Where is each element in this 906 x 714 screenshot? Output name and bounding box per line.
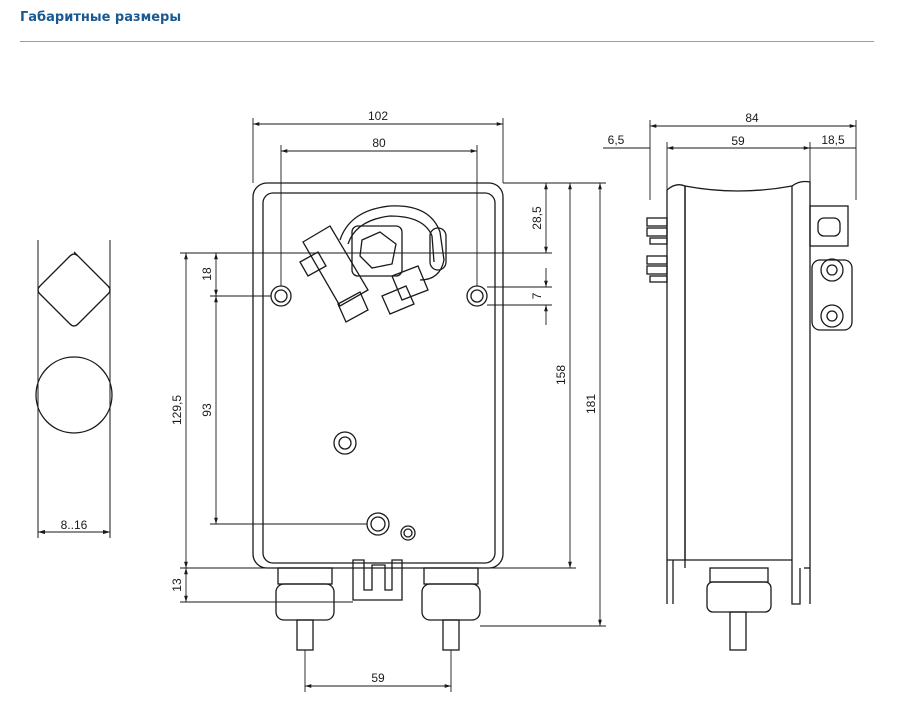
side-view [646,180,853,651]
cable-gland-left [275,567,335,651]
square-shaft-icon [37,251,111,327]
led-hole [400,525,416,541]
dim-shaft-range: 8..16 [61,518,88,532]
cable-gland-right [421,567,481,651]
header-divider [20,41,874,42]
front-dimension-lines [180,118,606,692]
dim-front-hole-spacing: 80 [372,136,386,150]
mounting-hole-left [270,285,292,307]
shaft-clamp [299,205,447,323]
dim-front-body-height: 158 [554,365,568,385]
mounting-hole-right [466,285,488,307]
dim-front-top-offset: 28,5 [530,206,544,230]
dim-side-total-width: 84 [745,111,759,125]
dim-front-total-height: 181 [584,394,598,414]
front-housing-inner [262,192,496,564]
side-dimension-lines [603,120,857,200]
side-nut-bottom [820,304,844,328]
front-housing-outer [252,182,504,569]
dim-side-right-offset: 18,5 [821,133,845,147]
shaft-detail [35,240,113,538]
dim-front-hole-to-axis: 18 [200,267,214,281]
dim-front-hole-vertical: 93 [200,403,214,417]
dim-front-width: 102 [368,109,388,123]
dim-front-hole-offset-small: 7 [530,292,544,299]
dim-front-total-to-axis: 129,5 [170,395,184,425]
mounting-bracket [352,559,403,601]
side-nut-top [820,258,844,282]
round-shaft-icon [35,356,113,434]
dim-side-body-depth: 59 [731,134,745,148]
page-title: Габаритные размеры [20,10,182,25]
side-body [684,185,793,568]
release-button [333,431,357,455]
dim-front-gland-spacing: 59 [371,671,385,685]
dim-front-bottom-offset: 13 [170,578,184,592]
dim-side-left-offset: 6,5 [608,133,625,147]
bottom-hole [366,512,390,536]
